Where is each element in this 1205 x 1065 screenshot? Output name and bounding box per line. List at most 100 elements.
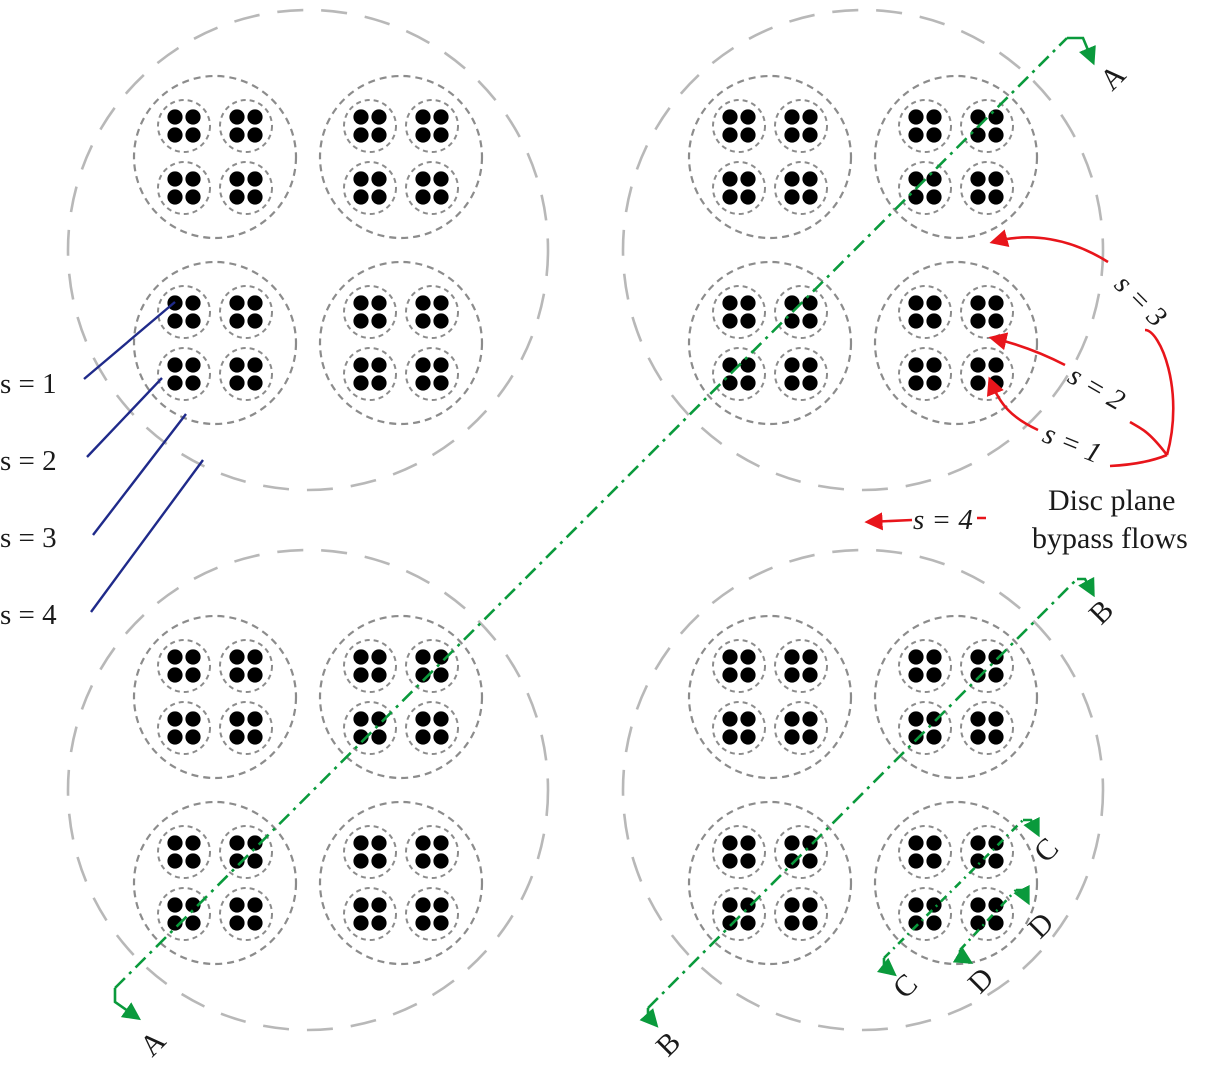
small-circle	[405, 701, 459, 755]
dot	[802, 649, 818, 665]
flow-arrow-s2	[992, 338, 1169, 456]
dot	[433, 295, 449, 311]
dot	[970, 127, 986, 143]
dot	[970, 729, 986, 745]
dot	[433, 915, 449, 931]
dot	[988, 313, 1004, 329]
dot	[229, 649, 245, 665]
left-label-s4: s = 4	[0, 599, 57, 631]
dot	[247, 853, 263, 869]
dot	[433, 711, 449, 727]
dot	[970, 853, 986, 869]
section-arrow-b-bottom	[639, 1008, 659, 1028]
dot	[167, 649, 183, 665]
small-circle	[898, 285, 952, 339]
dot	[740, 835, 756, 851]
dot	[185, 357, 201, 373]
dot	[415, 189, 431, 205]
dot	[970, 915, 986, 931]
flow-label-s4: s = 4	[913, 504, 973, 536]
dot	[167, 109, 183, 125]
dot	[740, 313, 756, 329]
dot	[784, 649, 800, 665]
dot	[926, 127, 942, 143]
dot	[908, 357, 924, 373]
small-circle	[405, 347, 459, 401]
dot	[433, 109, 449, 125]
dot	[247, 375, 263, 391]
legend-line-2: bypass flows	[1032, 522, 1188, 555]
dot	[722, 649, 738, 665]
dot	[353, 127, 369, 143]
dot	[185, 171, 201, 187]
dot	[908, 313, 924, 329]
middle-circle	[687, 614, 853, 780]
dot	[784, 127, 800, 143]
dot	[229, 667, 245, 683]
dot	[167, 853, 183, 869]
dot	[926, 375, 942, 391]
middle-circle	[318, 74, 484, 240]
middle-circle	[873, 74, 1039, 240]
dot	[415, 375, 431, 391]
leader-lines	[83, 301, 204, 613]
dot	[926, 729, 942, 745]
dot	[433, 667, 449, 683]
dot	[371, 835, 387, 851]
small-circle	[405, 825, 459, 879]
small-circle	[343, 825, 397, 879]
dot	[784, 313, 800, 329]
dot	[247, 357, 263, 373]
small-circle	[157, 887, 211, 941]
dot	[784, 189, 800, 205]
dot	[802, 667, 818, 683]
section-arrow-d-bottom	[952, 946, 974, 964]
dot	[784, 853, 800, 869]
section-line-c	[883, 819, 1024, 959]
dot	[415, 729, 431, 745]
dot	[988, 127, 1004, 143]
dot	[229, 853, 245, 869]
small-circle	[219, 825, 273, 879]
left-label-s2: s = 2	[0, 445, 57, 477]
small-circle	[898, 347, 952, 401]
dot	[970, 313, 986, 329]
dot	[229, 729, 245, 745]
dot	[802, 729, 818, 745]
dot	[784, 357, 800, 373]
dot	[802, 313, 818, 329]
dot	[229, 127, 245, 143]
middle-circle	[873, 614, 1039, 780]
dot	[247, 313, 263, 329]
dot	[926, 189, 942, 205]
dot	[722, 313, 738, 329]
dot	[740, 109, 756, 125]
middle-circle	[318, 800, 484, 966]
dot	[353, 313, 369, 329]
dot	[722, 295, 738, 311]
section-label-b-bottom: B	[650, 1025, 687, 1062]
dot	[167, 313, 183, 329]
dot	[371, 667, 387, 683]
small-circle	[960, 99, 1014, 153]
dot	[988, 853, 1004, 869]
section-arrow-a-bottom	[113, 988, 141, 1021]
dot	[433, 171, 449, 187]
outer-circle	[66, 548, 550, 1032]
dot	[433, 189, 449, 205]
section-arrow-b-top	[1077, 576, 1095, 598]
dot	[722, 109, 738, 125]
dot	[970, 667, 986, 683]
dot	[988, 915, 1004, 931]
dot	[908, 649, 924, 665]
dot	[415, 649, 431, 665]
dot	[185, 853, 201, 869]
dot	[229, 295, 245, 311]
dot	[802, 357, 818, 373]
section-label-d-bottom: D	[962, 961, 1001, 1000]
dot	[247, 667, 263, 683]
dot	[167, 897, 183, 913]
dot	[784, 835, 800, 851]
dot	[353, 835, 369, 851]
dot	[926, 649, 942, 665]
